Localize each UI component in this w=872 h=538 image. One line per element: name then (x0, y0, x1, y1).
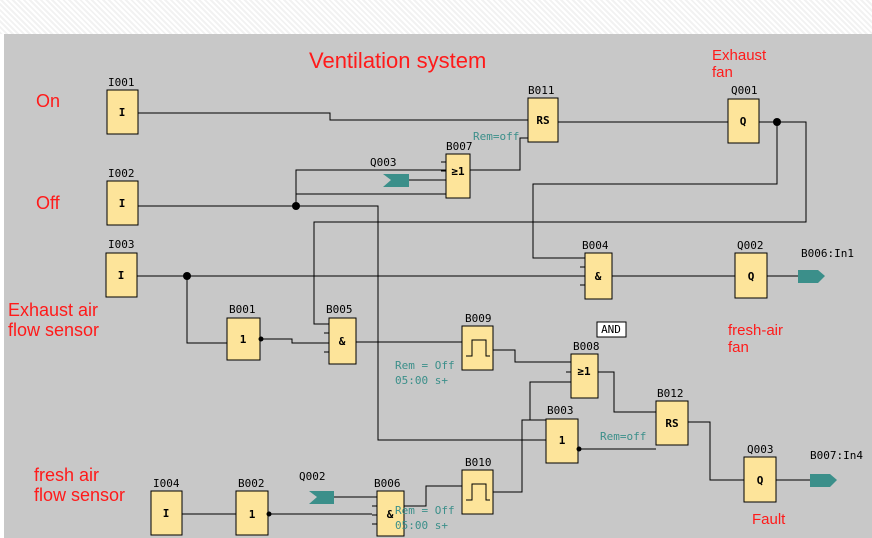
label-fresh-fan-2: fan (728, 339, 749, 356)
block-q003-symbol: Q (757, 474, 764, 487)
param-b010-rem: Rem = Off (395, 504, 455, 517)
connector-q002-label: Q002 (299, 470, 326, 483)
block-b002-id: B002 (238, 477, 265, 490)
block-q001-symbol: Q (740, 115, 747, 128)
block-i004-symbol: I (163, 507, 170, 520)
connector-q003-label: Q003 (370, 156, 397, 169)
block-i003[interactable]: I003 I (105, 238, 138, 298)
block-q002-id: Q002 (737, 239, 764, 252)
connector-q003-in[interactable]: Q003 (370, 156, 409, 187)
block-q003[interactable]: Q003 Q (743, 443, 777, 503)
block-i002-id: I002 (108, 167, 135, 180)
block-b007-id: B007 (446, 140, 473, 153)
block-i001[interactable]: I001 I (106, 76, 139, 135)
block-b003-id: B003 (547, 404, 574, 417)
label-exhaust-sensor-2: flow sensor (8, 320, 99, 340)
block-b006[interactable]: B006 & (372, 477, 405, 537)
param-b009-rem: Rem = Off (395, 359, 455, 372)
connector-flag-icon (798, 270, 825, 283)
connector-flag-icon (810, 474, 837, 487)
block-b009[interactable]: B009 (461, 312, 494, 371)
block-b008[interactable]: B008 ≥1 (566, 340, 600, 399)
block-q002-symbol: Q (748, 270, 755, 283)
block-b004-symbol: & (595, 270, 602, 283)
connector-b006-label: B006:In1 (801, 247, 854, 260)
block-b005-symbol: & (339, 335, 346, 348)
block-b010[interactable]: B010 (461, 456, 494, 515)
block-b009-id: B009 (465, 312, 492, 325)
wires (137, 112, 810, 515)
block-b012[interactable]: B012 RS (655, 387, 689, 446)
label-fresh-sensor-1: fresh air (34, 465, 99, 485)
block-b003[interactable]: B003 1 (545, 404, 582, 464)
label-exhaust-fan-2: fan (712, 64, 733, 81)
block-i003-symbol: I (118, 269, 125, 282)
diagram-canvas (4, 34, 872, 538)
connector-flag-icon (309, 491, 334, 504)
block-b001[interactable]: B001 1 (226, 303, 264, 361)
block-b001-id: B001 (229, 303, 256, 316)
and-badge-label: AND (601, 323, 621, 336)
block-b006-symbol: & (387, 508, 394, 521)
label-fault: Fault (752, 511, 786, 528)
connector-b006-out[interactable]: B006:In1 (798, 247, 854, 283)
block-b002[interactable]: B002 1 (235, 477, 272, 536)
block-b011[interactable]: B011 RS (527, 84, 559, 143)
block-b011-symbol: RS (536, 114, 549, 127)
block-q002[interactable]: Q002 Q (734, 239, 768, 299)
connector-b007-out[interactable]: B007:In4 (810, 449, 863, 487)
block-b007[interactable]: B007 ≥1 (441, 140, 473, 199)
block-b005[interactable]: B005 & (324, 303, 357, 365)
block-i001-id: I001 (108, 76, 135, 89)
param-b009-time: 05:00 s+ (395, 374, 448, 387)
block-q003-id: Q003 (747, 443, 774, 456)
block-q001[interactable]: Q001 Q (727, 84, 760, 144)
param-b010-time: 05:00 s+ (395, 519, 448, 532)
block-b011-id: B011 (528, 84, 555, 97)
block-b001-symbol: 1 (240, 333, 247, 346)
connector-b007-label: B007:In4 (810, 449, 863, 462)
diagram-title: Ventilation system (309, 48, 486, 73)
top-strip (0, 0, 872, 34)
label-fresh-sensor-2: flow sensor (34, 485, 125, 505)
block-b004-id: B004 (582, 239, 609, 252)
label-off: Off (36, 193, 61, 213)
block-b004[interactable]: B004 & (580, 239, 613, 300)
block-i002[interactable]: I002 I (106, 167, 139, 226)
block-b012-symbol: RS (665, 417, 678, 430)
block-b008-symbol: ≥1 (577, 365, 591, 378)
connector-q002-in[interactable]: Q002 (299, 470, 334, 504)
block-b010-id: B010 (465, 456, 492, 469)
block-i002-symbol: I (119, 197, 126, 210)
and-badge: AND (596, 321, 627, 338)
label-exhaust-sensor-1: Exhaust air (8, 300, 98, 320)
block-b006-id: B006 (374, 477, 401, 490)
param-rem-off-b012: Rem=off (600, 430, 646, 443)
block-i004-id: I004 (153, 477, 180, 490)
label-exhaust-fan-1: Exhaust (712, 47, 767, 64)
block-i003-id: I003 (108, 238, 135, 251)
block-i004[interactable]: I004 I (150, 477, 183, 536)
block-b008-id: B008 (573, 340, 600, 353)
label-fresh-fan-1: fresh-air (728, 322, 783, 339)
block-b002-symbol: 1 (249, 508, 256, 521)
block-b003-symbol: 1 (559, 434, 566, 447)
label-on: On (36, 91, 60, 111)
block-q001-id: Q001 (731, 84, 758, 97)
block-b012-id: B012 (657, 387, 684, 400)
block-b005-id: B005 (326, 303, 353, 316)
block-i001-symbol: I (119, 106, 126, 119)
connector-flag-icon (383, 174, 409, 187)
param-rem-off-b011: Rem=off (473, 130, 519, 143)
block-b007-symbol: ≥1 (451, 165, 465, 178)
